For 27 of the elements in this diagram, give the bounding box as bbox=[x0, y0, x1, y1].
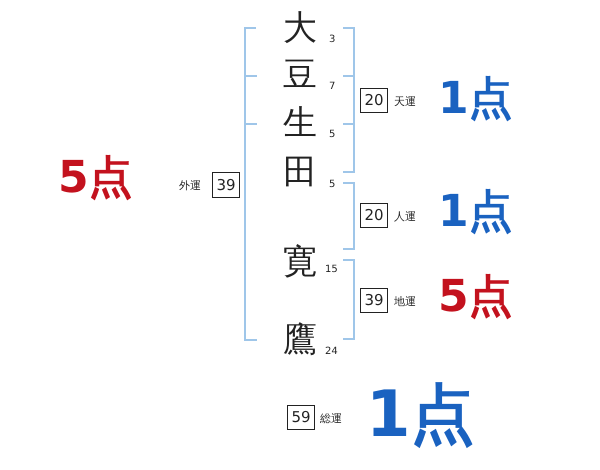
stroke-count: 24 bbox=[325, 347, 338, 357]
stroke-count: 5 bbox=[329, 130, 336, 140]
stroke-total-box: 20 bbox=[360, 88, 388, 113]
name-character: 豆 bbox=[283, 58, 317, 92]
name-character: 寛 bbox=[283, 245, 317, 279]
stroke-total-box: 39 bbox=[212, 172, 240, 198]
fortune-category-label: 総運 bbox=[320, 413, 342, 424]
name-character: 生 bbox=[283, 106, 317, 140]
name-character: 鷹 bbox=[283, 323, 317, 357]
score-label: 1点 bbox=[366, 383, 475, 447]
stroke-count: 7 bbox=[329, 82, 336, 92]
stroke-count: 15 bbox=[325, 265, 338, 275]
name-character: 田 bbox=[283, 155, 317, 189]
name-character: 大 bbox=[283, 11, 317, 45]
stroke-total-box: 59 bbox=[287, 405, 315, 430]
score-label: 5点 bbox=[438, 275, 513, 319]
score-label: 1点 bbox=[438, 190, 513, 234]
score-label: 5点 bbox=[58, 156, 133, 200]
stroke-total-box: 39 bbox=[360, 288, 388, 313]
fortune-category-label: 人運 bbox=[394, 211, 416, 222]
stroke-total-box: 20 bbox=[360, 203, 388, 228]
score-label: 1点 bbox=[438, 77, 513, 121]
fortune-category-label: 外運 bbox=[179, 180, 201, 191]
fortune-category-label: 天運 bbox=[394, 96, 416, 107]
fortune-category-label: 地運 bbox=[394, 296, 416, 307]
stroke-count: 3 bbox=[329, 35, 336, 45]
stroke-count: 5 bbox=[329, 180, 336, 190]
